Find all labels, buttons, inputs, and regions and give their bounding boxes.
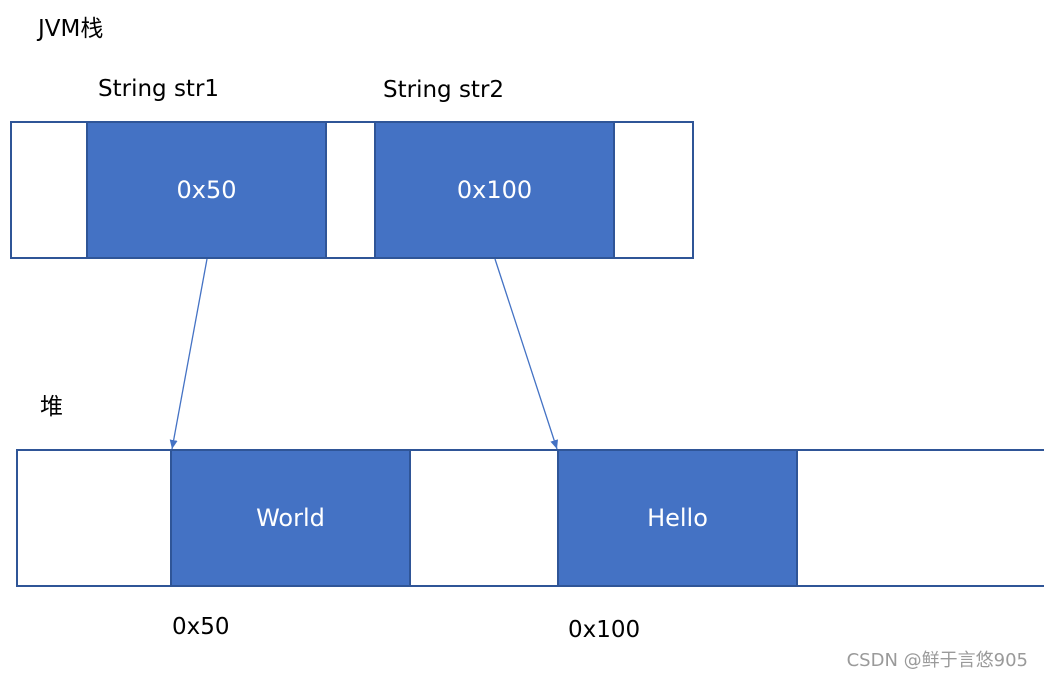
arrow-str2-to-hello xyxy=(494,258,559,450)
heap-addr2-label: 0x100 xyxy=(568,617,641,643)
heap-cell-world: World xyxy=(170,449,411,587)
stack-title: JVM栈 xyxy=(38,16,104,42)
stack-cell-str2: 0x100 xyxy=(374,121,615,259)
arrow-str1-to-world xyxy=(169,258,208,450)
heap-addr1-label: 0x50 xyxy=(172,614,230,640)
stack-cell-str1: 0x50 xyxy=(86,121,327,259)
var2-label: String str2 xyxy=(383,77,505,103)
heap-cell-hello: Hello xyxy=(557,449,798,587)
watermark: CSDN @鲜于言悠905 xyxy=(846,650,1028,671)
heap-title: 堆 xyxy=(40,394,63,420)
var1-label: String str1 xyxy=(98,76,220,102)
